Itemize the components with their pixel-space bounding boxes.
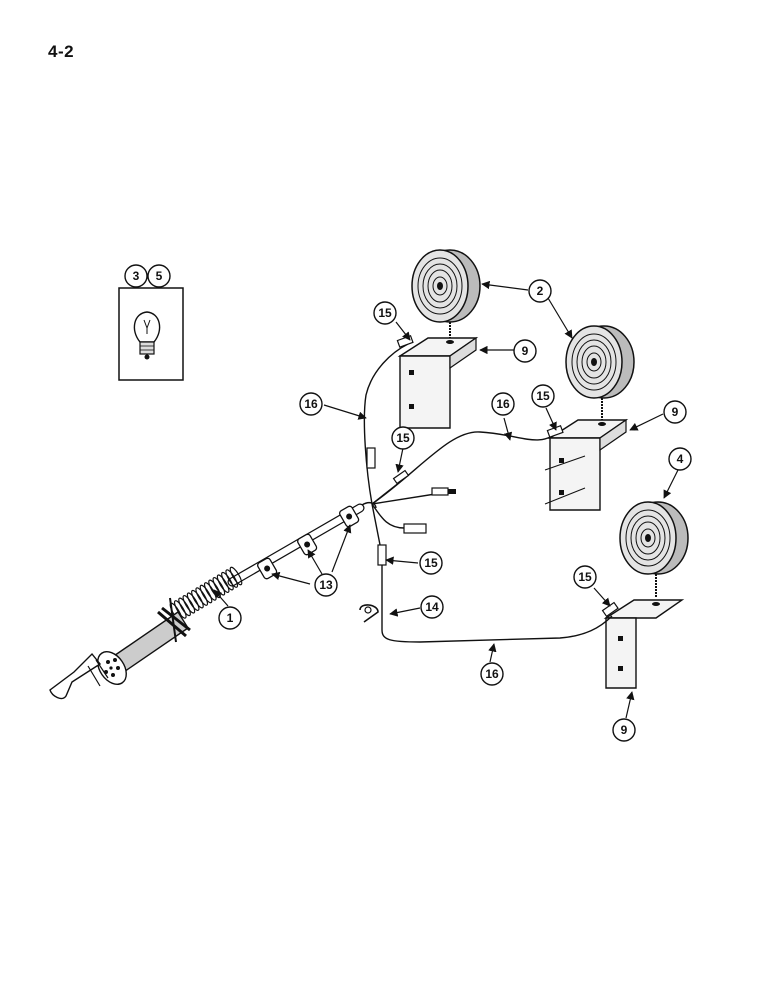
svg-text:9: 9 (672, 405, 679, 419)
svg-text:3: 3 (133, 269, 140, 283)
bracket-upper-left (397, 336, 479, 429)
bracket-lower-right (603, 599, 685, 689)
bulb-inset (118, 287, 184, 381)
bulb-icon (133, 311, 161, 360)
svg-text:15: 15 (396, 431, 410, 445)
trailer-plug (49, 597, 191, 700)
svg-text:9: 9 (522, 344, 529, 358)
svg-text:4: 4 (677, 452, 684, 466)
spring-coil (195, 587, 209, 606)
callout-3: 3 (124, 264, 148, 288)
callout-1: 1 (218, 606, 242, 630)
spring-coil (182, 594, 196, 614)
main-cable (227, 501, 377, 587)
spring-coil (191, 589, 204, 609)
callout-9-lower: 9 (612, 718, 636, 742)
svg-text:16: 16 (496, 397, 510, 411)
callout-16-lower: 16 (480, 662, 504, 686)
svg-text:15: 15 (378, 306, 392, 320)
page-number: 4-2 (48, 42, 75, 61)
spring-guard (169, 566, 243, 622)
lamp-lower-right (619, 501, 689, 598)
bracket-middle (544, 418, 629, 511)
cable-clamps (257, 505, 360, 580)
callout-14: 14 (420, 595, 444, 619)
svg-text:16: 16 (304, 397, 318, 411)
spring-coil (225, 569, 239, 588)
callout-16-left: 16 (299, 392, 323, 416)
spring-coil (173, 600, 187, 619)
leader-lines (213, 280, 679, 719)
spring-coil (229, 566, 243, 586)
wire-connectors (366, 335, 619, 618)
spring-coil (199, 584, 213, 604)
svg-text:1: 1 (227, 611, 234, 625)
svg-text:15: 15 (536, 389, 550, 403)
spring-coil (203, 582, 217, 601)
callout-15-upper: 15 (373, 301, 397, 325)
svg-text:9: 9 (621, 723, 628, 737)
svg-text:14: 14 (425, 600, 439, 614)
spring-coil (212, 576, 226, 596)
spring-coil (186, 592, 200, 612)
callout-15-center: 15 (391, 426, 415, 450)
callout-9-middle: 9 (663, 400, 687, 424)
svg-text:13: 13 (319, 578, 333, 592)
wire-clip (359, 604, 379, 623)
callout-5: 5 (147, 264, 171, 288)
svg-text:16: 16 (485, 667, 499, 681)
svg-text:15: 15 (424, 556, 438, 570)
lamp-upper-left (411, 249, 481, 340)
svg-text:15: 15 (578, 570, 592, 584)
callout-9-upper: 9 (513, 339, 537, 363)
callout-15-middle: 15 (531, 384, 555, 408)
spring-coil (178, 597, 191, 617)
callout-13: 13 (314, 573, 338, 597)
spring-coil (221, 571, 234, 591)
callout-4: 4 (668, 447, 692, 471)
callout-16-middle: 16 (491, 392, 515, 416)
svg-text:2: 2 (537, 284, 544, 298)
callout-2: 2 (528, 279, 552, 303)
lamp-middle (565, 325, 635, 420)
svg-text:5: 5 (156, 269, 163, 283)
callout-15-lower-center: 15 (419, 551, 443, 575)
callout-15-lower-right: 15 (573, 565, 597, 589)
spring-coil (216, 574, 230, 594)
